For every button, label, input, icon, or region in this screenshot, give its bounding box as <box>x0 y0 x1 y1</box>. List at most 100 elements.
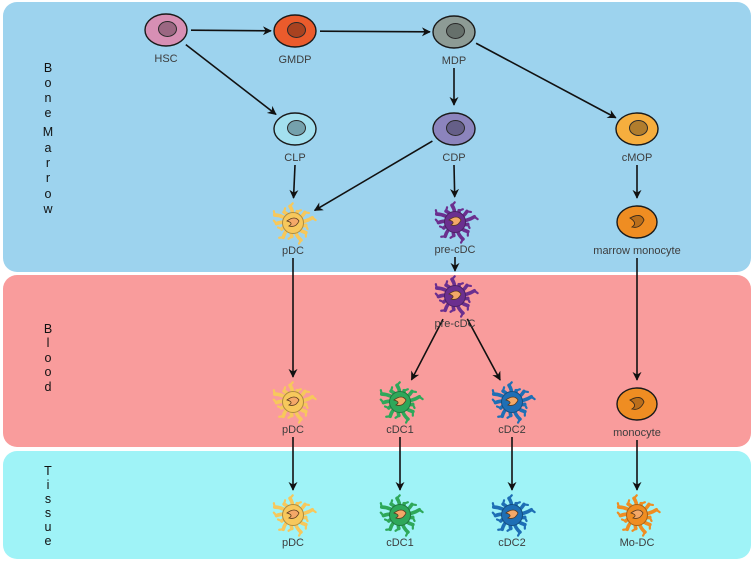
dendrite-tip <box>297 530 303 537</box>
node-label-cdc2_blood: cDC2 <box>498 424 526 436</box>
dendrite-tip <box>272 219 278 225</box>
dendrite-tip <box>501 386 506 393</box>
dendrite-tip <box>288 202 294 208</box>
node-label-mdp: MDP <box>442 55 466 67</box>
region-blood-letter: d <box>45 380 52 394</box>
node-cdc1_blood: cDC1 <box>379 381 424 436</box>
dendrite-tip <box>523 403 528 410</box>
dc-nucleus <box>505 396 519 406</box>
dendrite-tip <box>394 527 400 532</box>
node-cdc1_tissue: cDC1 <box>379 494 424 549</box>
region-bone-marrow-letter: M <box>43 125 53 139</box>
node-precdc_bm: pre-cDC <box>434 201 479 256</box>
dendrite-tip <box>616 511 622 517</box>
node-label-hsc: HSC <box>154 53 177 65</box>
node-marrow_monocyte: marrow monocyte <box>593 205 681 257</box>
dendrite-tip <box>272 210 276 217</box>
cell-nucleus <box>446 120 465 136</box>
dendrite-tip <box>276 226 283 231</box>
cell-nucleus <box>446 23 465 39</box>
dendrite-tip <box>297 238 303 245</box>
node-hsc: HSC <box>144 13 188 65</box>
dendrite-tip <box>383 518 390 523</box>
node-cmop: cMOP <box>615 112 659 164</box>
dendrite-tip <box>288 381 294 387</box>
dendrite-tip <box>404 417 410 424</box>
region-blood-letter: l <box>47 336 50 350</box>
dendrite-tip <box>272 398 278 404</box>
dendrite-tip <box>465 210 473 214</box>
dendrite-tip <box>395 494 401 500</box>
region-bone-marrow-letter: r <box>46 156 50 170</box>
dendrite-tip <box>410 390 418 394</box>
dendrite-tip <box>411 516 416 523</box>
dendrite-tip <box>459 237 465 244</box>
dendrite-tip <box>507 494 513 500</box>
region-tissue-letter: T <box>44 464 52 478</box>
dendrite-tip <box>295 209 302 213</box>
dendrite-tip <box>491 511 497 517</box>
dendrite-tip <box>457 208 464 212</box>
dc-nucleus <box>630 509 644 519</box>
dendrite-tip <box>434 209 438 216</box>
dendrite-tip <box>491 389 495 396</box>
dendrite-tip <box>304 224 309 231</box>
dendrite-tip <box>631 527 637 532</box>
dendrite-tip <box>288 494 294 500</box>
dc-nucleus <box>286 217 300 227</box>
arrow-clp-to-pdc_bm <box>289 164 299 199</box>
dc-nucleus <box>286 396 300 406</box>
dc-nucleus <box>448 290 462 300</box>
dendrite-tip <box>418 508 424 514</box>
node-label-precdc_blood: pre-cDC <box>435 318 476 330</box>
node-label-gmdp: GMDP <box>279 54 312 66</box>
dendrite-tip <box>647 503 655 507</box>
dendrite-tip <box>491 398 497 404</box>
dendrite-tip <box>466 223 471 230</box>
dendrite-tip <box>379 502 383 509</box>
node-label-marrow_monocyte: marrow monocyte <box>593 245 680 257</box>
dendrite-tip <box>395 381 401 387</box>
dendrite-tip <box>530 508 536 514</box>
dendrite-tip <box>295 388 302 392</box>
node-label-precdc_bm: pre-cDC <box>435 244 476 256</box>
monocyte-nucleus <box>629 215 645 228</box>
cell-nucleus <box>287 120 306 136</box>
dendrite-tip <box>282 499 287 506</box>
dendrite-tip <box>287 235 293 240</box>
dendrite-tip <box>276 518 283 523</box>
arrow-precdc_blood-to-cdc1_blood <box>410 318 444 381</box>
dendrite-tip <box>389 499 394 506</box>
dendrite-tip <box>410 503 418 507</box>
region-bone-marrow-letter: e <box>45 106 52 120</box>
dendrite-tip <box>304 516 309 523</box>
dendrite-tip <box>449 308 455 313</box>
dendrite-tip <box>449 234 455 239</box>
dendrite-tip <box>530 395 536 401</box>
dendrite-tip <box>411 403 416 410</box>
region-blood-letter: B <box>44 322 52 336</box>
dendrite-tip <box>450 201 456 207</box>
arrow-mdp-to-cmop <box>475 42 617 119</box>
node-label-cdc1_tissue: cDC1 <box>386 537 414 549</box>
node-label-cdp: CDP <box>442 152 465 164</box>
dendrite-tip <box>389 386 394 393</box>
dendrite-tip <box>383 405 390 410</box>
region-blood-background <box>3 275 751 447</box>
dendrite-tip <box>523 516 528 523</box>
dendrite-tip <box>459 311 465 318</box>
node-pdc_blood: pDC <box>272 381 317 436</box>
dendrite-tip <box>272 511 278 517</box>
dendrite-tip <box>506 414 512 419</box>
region-tissue-letter: i <box>47 478 50 492</box>
dc-nucleus <box>393 396 407 406</box>
node-label-modc_tissue: Mo-DC <box>620 537 655 549</box>
dendrite-tip <box>514 501 521 505</box>
region-tissue-letter: s <box>45 492 51 506</box>
dendrite-tip <box>444 280 449 287</box>
dendrite-tip <box>626 499 631 506</box>
dendrite-tip <box>379 389 383 396</box>
dendrite-tip <box>507 381 513 387</box>
